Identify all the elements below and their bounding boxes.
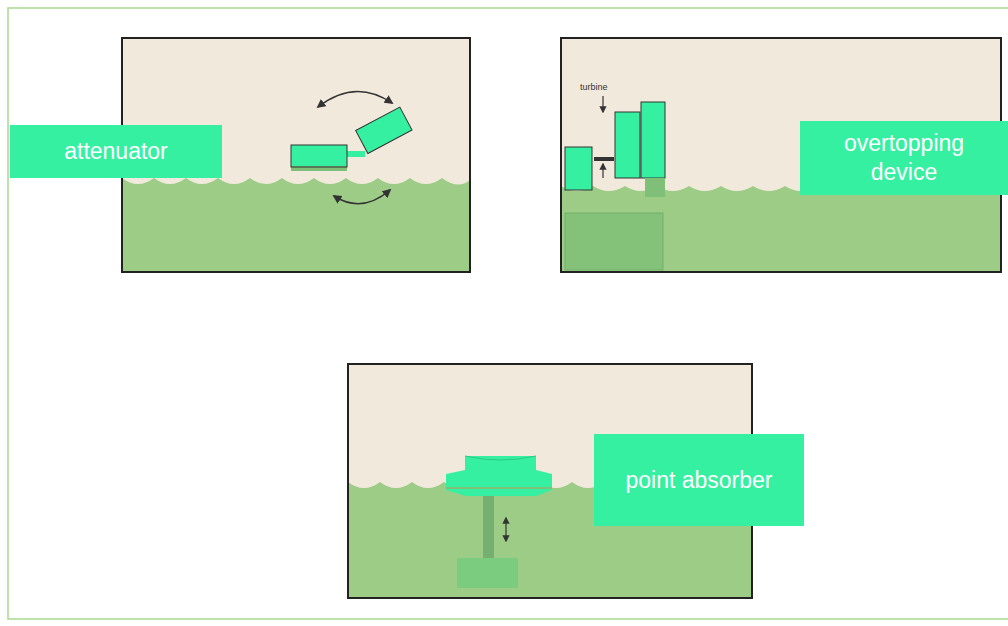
label-text: overtopping device — [812, 129, 996, 187]
label-box: overtopping device — [800, 121, 1008, 195]
outer-frame — [8, 8, 1008, 619]
part-label: turbine — [580, 82, 608, 92]
label-text: attenuator — [64, 137, 168, 166]
overtopping-panel — [561, 38, 1001, 272]
label-box: point absorber — [594, 434, 804, 526]
label-text: point absorber — [625, 466, 772, 495]
label-box: attenuator — [10, 125, 222, 178]
